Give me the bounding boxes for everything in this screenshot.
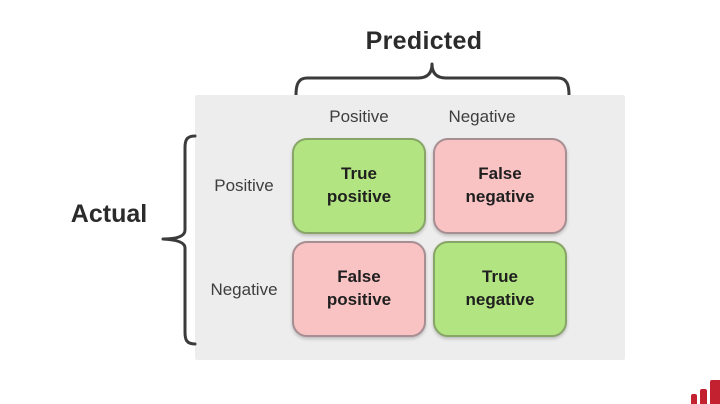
predicted-brace-icon (294, 62, 571, 97)
cell-false-negative: False negative (433, 138, 567, 234)
cell-label-line: negative (465, 290, 535, 309)
cell-label-line: False (337, 267, 381, 287)
bar-chart-logo (691, 380, 720, 404)
cell-label: False negative (466, 163, 535, 209)
cell-label: True positive (327, 163, 391, 209)
cell-false-positive: False positive (292, 241, 426, 337)
actual-axis-title: Actual (70, 200, 148, 228)
column-header-positive: Positive (329, 107, 389, 126)
logo-bar (691, 394, 697, 404)
row-header-positive: Positive (214, 176, 274, 195)
cell-label-line: positive (326, 187, 392, 206)
logo-bar (710, 380, 720, 404)
cell-label-line: True (341, 164, 377, 184)
cell-label-line: False (478, 164, 522, 184)
row-header-negative: Negative (210, 280, 278, 299)
cell-label-line: positive (326, 290, 392, 309)
actual-brace-icon (161, 134, 197, 346)
matrix-grid: True positive False negative False posit… (292, 138, 567, 337)
cell-true-positive: True positive (292, 138, 426, 234)
cell-label-line: True (482, 267, 518, 287)
cell-true-negative: True negative (433, 241, 567, 337)
predicted-axis-title: Predicted (365, 27, 483, 55)
column-header-negative: Negative (448, 107, 516, 126)
cell-label-line: negative (465, 187, 535, 206)
cell-label: False positive (327, 266, 391, 312)
logo-bar (700, 389, 707, 404)
cell-label: True negative (466, 266, 535, 312)
